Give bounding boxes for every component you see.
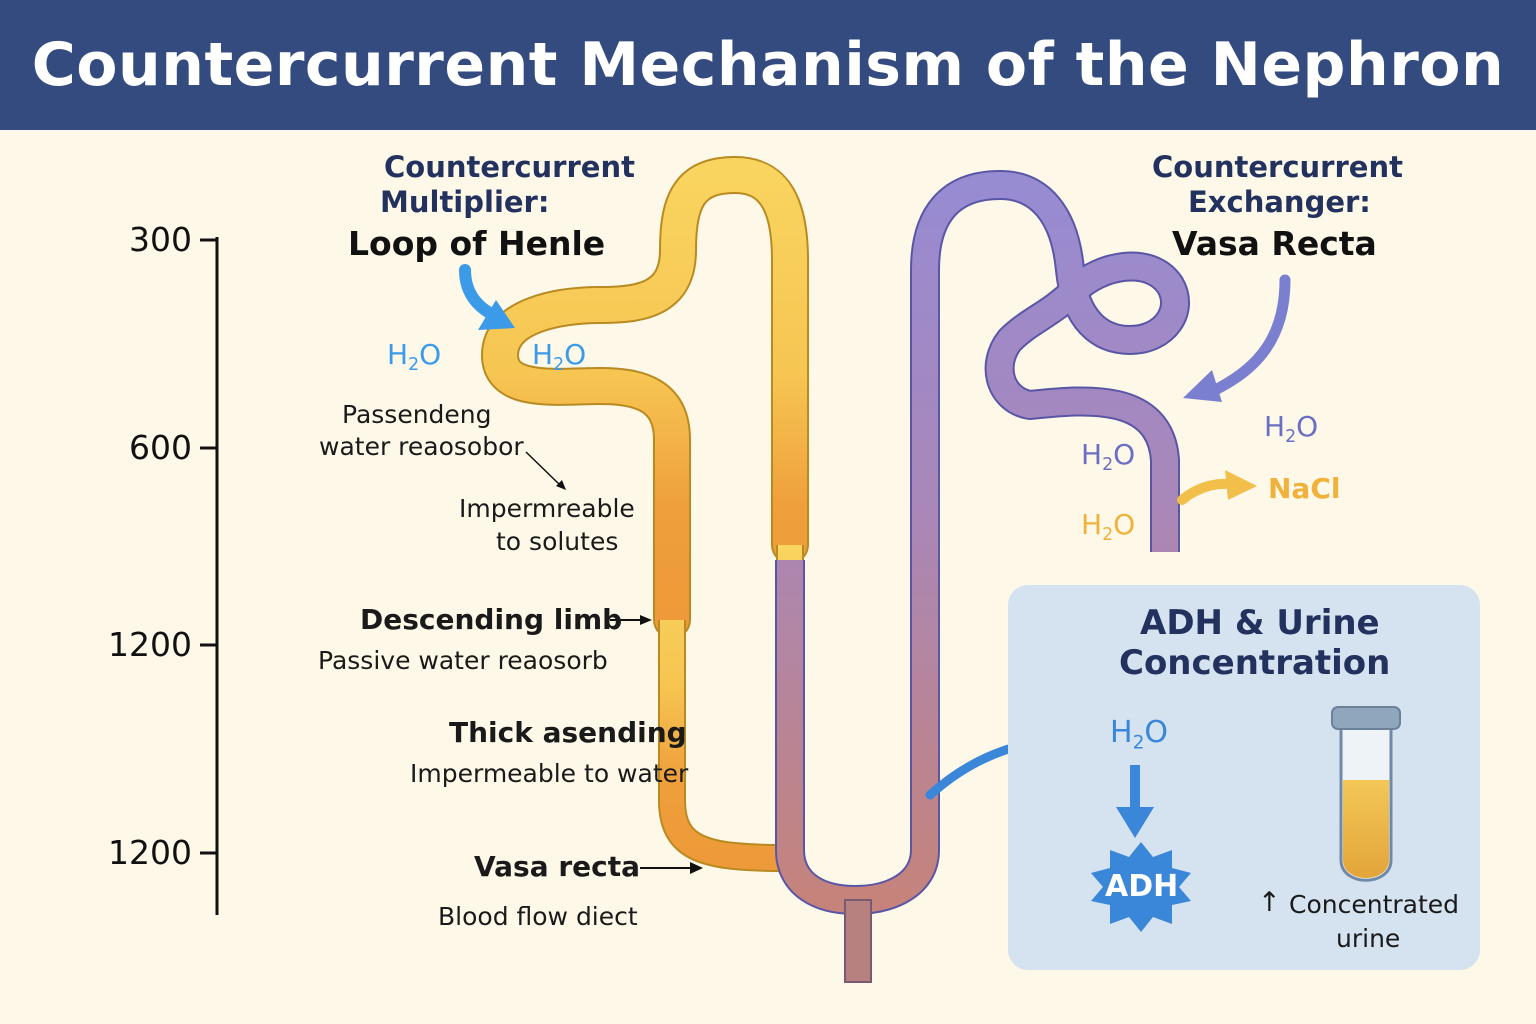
multiplier-arrowhead [478, 300, 515, 330]
h2o-label-left: H2O [387, 338, 442, 376]
vasa-recta [775, 170, 1190, 983]
concentrated-urine-line2: urine [1336, 924, 1401, 953]
vasa-recta-bottom-label: Vasa recta [474, 850, 641, 883]
h2o-label-exchanger-right: H2O [1264, 410, 1319, 448]
multiplier-heading-line2: Multiplier: [380, 185, 550, 219]
loop-of-henle-label: Loop of Henle [348, 224, 606, 263]
adh-panel [1008, 585, 1480, 970]
h2o-label-exchanger-left: H2O [1081, 438, 1136, 476]
passive-water-label: Passive water reaosorb [318, 646, 608, 675]
pointer-descending-head [640, 615, 652, 625]
exchanger-heading-line2: Exchanger: [1188, 185, 1371, 219]
test-tube-icon [1331, 706, 1401, 882]
thick-ascending-label: Thick asending [449, 716, 687, 749]
h2o-label-gold: H2O [1081, 508, 1136, 546]
descending-limb-label: Descending limb [360, 603, 623, 636]
h2o-label-loop: H2O [532, 338, 587, 376]
water-reab-label: water reaosobor [319, 432, 524, 461]
exchanger-arrow [1209, 274, 1291, 396]
impermeable-solutes-line1: Impermreable [459, 494, 635, 523]
nacl-arrowhead [1225, 470, 1257, 500]
exchanger-arrowhead [1183, 370, 1222, 402]
axis-tick-1200b: 1200 [108, 833, 192, 872]
osmolarity-axis [200, 237, 219, 915]
concentrated-urine-line1: Concentrated [1289, 890, 1460, 919]
impermeable-solutes-line2: to solutes [496, 527, 619, 556]
multiplier-heading-line1: Countercurrent [384, 150, 635, 184]
adh-badge-label: ADH [1105, 869, 1179, 904]
axis-tick-300: 300 [129, 220, 192, 259]
axis-tick-1200a: 1200 [108, 625, 192, 664]
page-title: Countercurrent Mechanism of the Nephron [31, 30, 1505, 100]
blood-flow-label: Blood flow diect [438, 902, 638, 931]
adh-title-line2: Concentration [1119, 643, 1391, 683]
pointer-water-reab-head [556, 480, 566, 490]
axis-tick-600: 600 [129, 428, 192, 467]
adh-graphics [1091, 706, 1401, 932]
adh-starburst [1091, 842, 1191, 932]
pointer-vasa-head [690, 862, 703, 874]
exchanger-heading-line1: Countercurrent [1152, 150, 1403, 184]
impermeable-water-label: Impermeable to water [410, 759, 689, 788]
adh-down-arrowhead [1116, 807, 1154, 838]
up-arrow-glyph: ↑ [1258, 887, 1281, 918]
adh-title-line1: ADH & Urine [1140, 603, 1380, 643]
passendeng-label: Passendeng [342, 400, 492, 429]
title-banner: Countercurrent Mechanism of the Nephron [0, 0, 1536, 130]
h2o-label-adh: H2O [1110, 715, 1169, 754]
pointer-water-reab [525, 451, 561, 486]
vasa-recta-label: Vasa Recta [1172, 224, 1377, 263]
nacl-label: NaCl [1268, 472, 1341, 505]
